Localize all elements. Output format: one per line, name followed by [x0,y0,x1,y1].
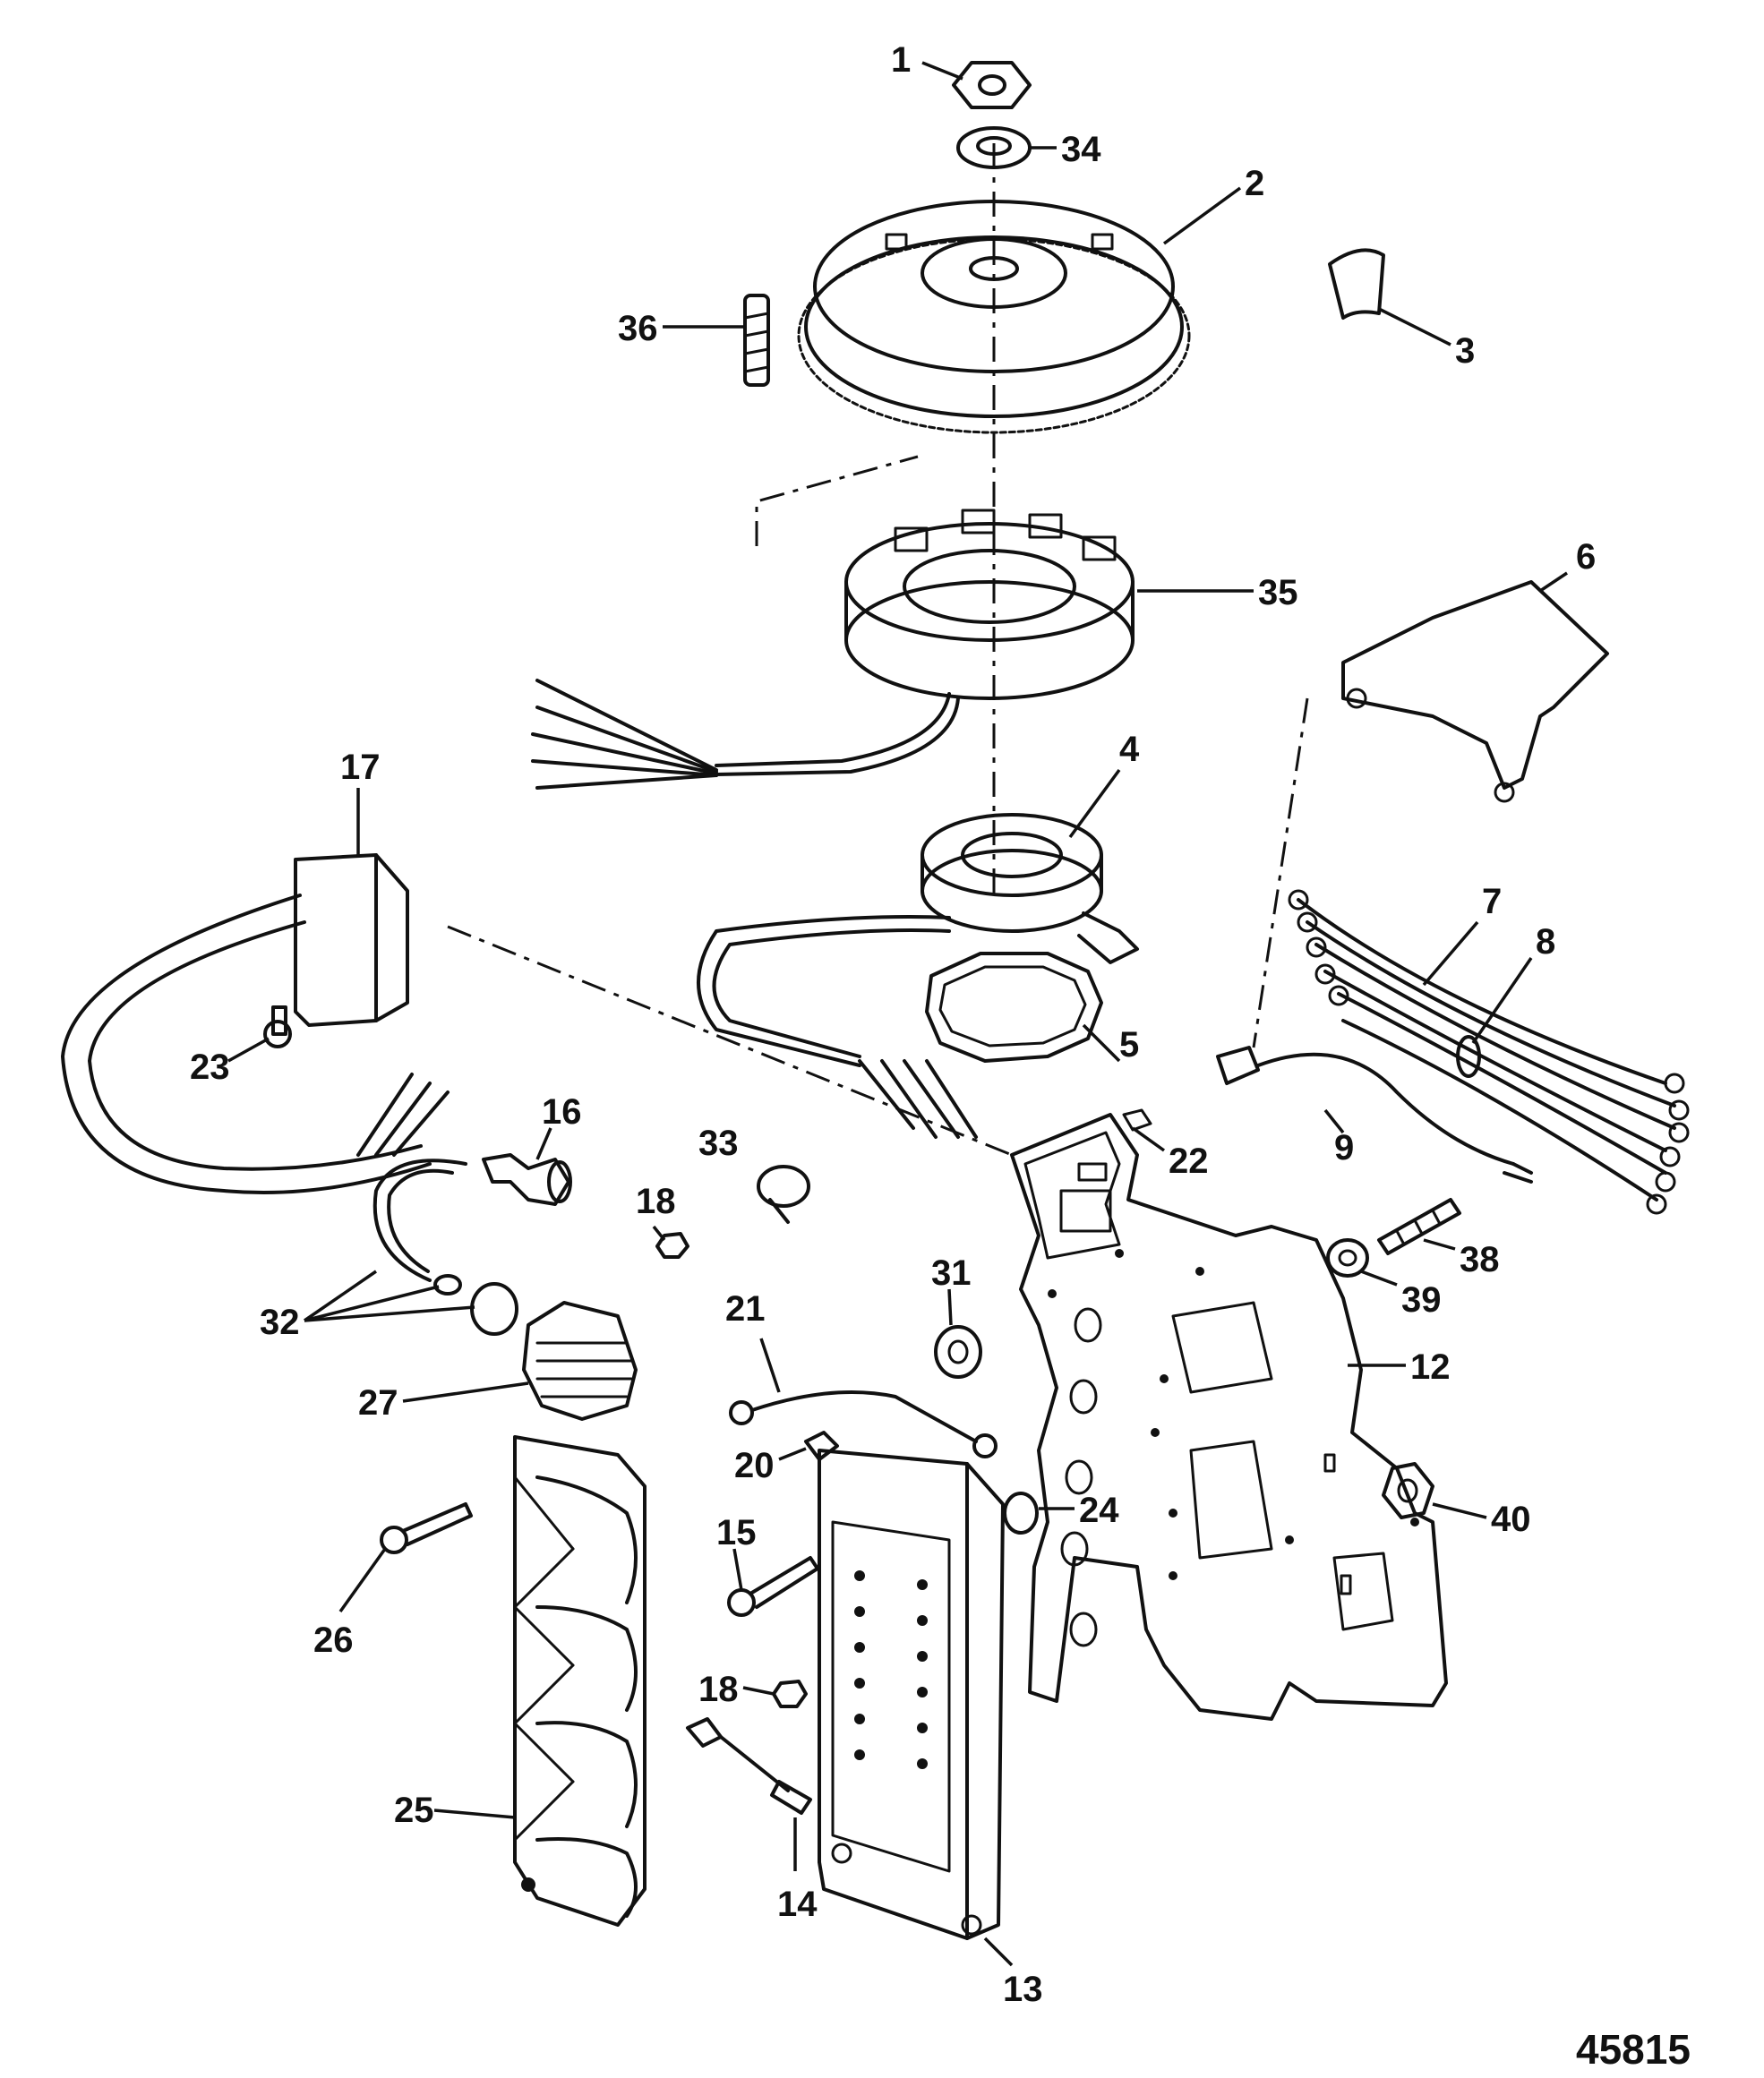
callout-label: 14 [777,1885,818,1924]
callout-labels: 1 34 2 3 36 35 6 4 17 7 8 23 5 16 33 22 … [190,40,1596,2009]
clamp-part [757,1165,810,1224]
callout-label: 18 [698,1670,739,1709]
callout-label: 33 [698,1124,739,1163]
ignition-coil-part [513,1435,647,1927]
nut-part [1382,1462,1434,1519]
trigger-part [697,813,1139,1139]
locknut-part [655,1232,689,1259]
callout-label: 13 [1003,1970,1043,2009]
callout-label: 17 [340,748,381,787]
switch-box-part [61,853,450,1194]
callout-label: 8 [1536,922,1555,962]
callout-label: 16 [542,1092,582,1132]
callout-label: 36 [618,309,658,348]
callout-label: 24 [1079,1491,1119,1530]
screw-part [263,1005,292,1048]
sensor-part [482,1153,572,1206]
locknut-part [772,1680,808,1708]
nut-part [934,1325,982,1379]
pigtail-lead-part [1216,1046,1533,1184]
callout-label: 40 [1491,1500,1531,1539]
callout-label: 12 [1410,1347,1451,1387]
callout-label: 39 [1401,1280,1442,1320]
callout-label: 15 [716,1513,757,1552]
rectifier-part [522,1301,638,1421]
callout-label: 25 [394,1791,434,1830]
sensor-lead-part [686,1717,812,1815]
callout-label: 31 [931,1253,972,1293]
wire-harness-part [1288,889,1690,1215]
callout-label: 32 [260,1303,300,1342]
screw-part [743,294,770,387]
center-axis-lines [447,143,1309,1157]
flywheel-part [797,200,1191,434]
coil-lead-part [372,1159,518,1336]
clip-part [1122,1108,1152,1132]
flywheel-nut-part [952,61,1032,109]
callout-label: 18 [636,1182,676,1221]
callout-label: 9 [1334,1128,1354,1167]
callout-label: 27 [358,1383,398,1423]
figure-id: 45815 [1576,2026,1691,2073]
callout-label: 6 [1576,537,1596,577]
callout-label: 2 [1245,164,1264,203]
callout-label: 21 [725,1289,766,1329]
callout-label: 34 [1061,130,1101,169]
nut-part [1326,1238,1369,1278]
callout-label: 7 [1482,882,1502,921]
callout-label: 3 [1455,331,1475,371]
callout-label: 35 [1258,573,1298,612]
callout-label: 23 [190,1048,230,1087]
callout-label: 38 [1460,1240,1500,1279]
ground-lead-part [729,1390,998,1458]
screw-part [380,1502,473,1554]
stator-part [531,509,1135,790]
callout-label: 4 [1119,730,1140,769]
callout-label: 1 [891,40,911,80]
leader-lines [227,61,1568,1967]
callout-label: 5 [1119,1025,1139,1065]
gasket-part [925,952,1103,1063]
switch-box-part [818,1449,1005,1940]
callout-label: 20 [734,1446,775,1485]
callout-label: 22 [1169,1142,1209,1181]
terminal-part [804,1431,839,1461]
stud-part [1377,1198,1461,1255]
callout-label: 26 [313,1620,354,1660]
mounting-plate-part [1010,1113,1448,1721]
bracket-part [1341,580,1609,803]
key-part [1328,248,1385,320]
spacer-part [1003,1492,1039,1535]
